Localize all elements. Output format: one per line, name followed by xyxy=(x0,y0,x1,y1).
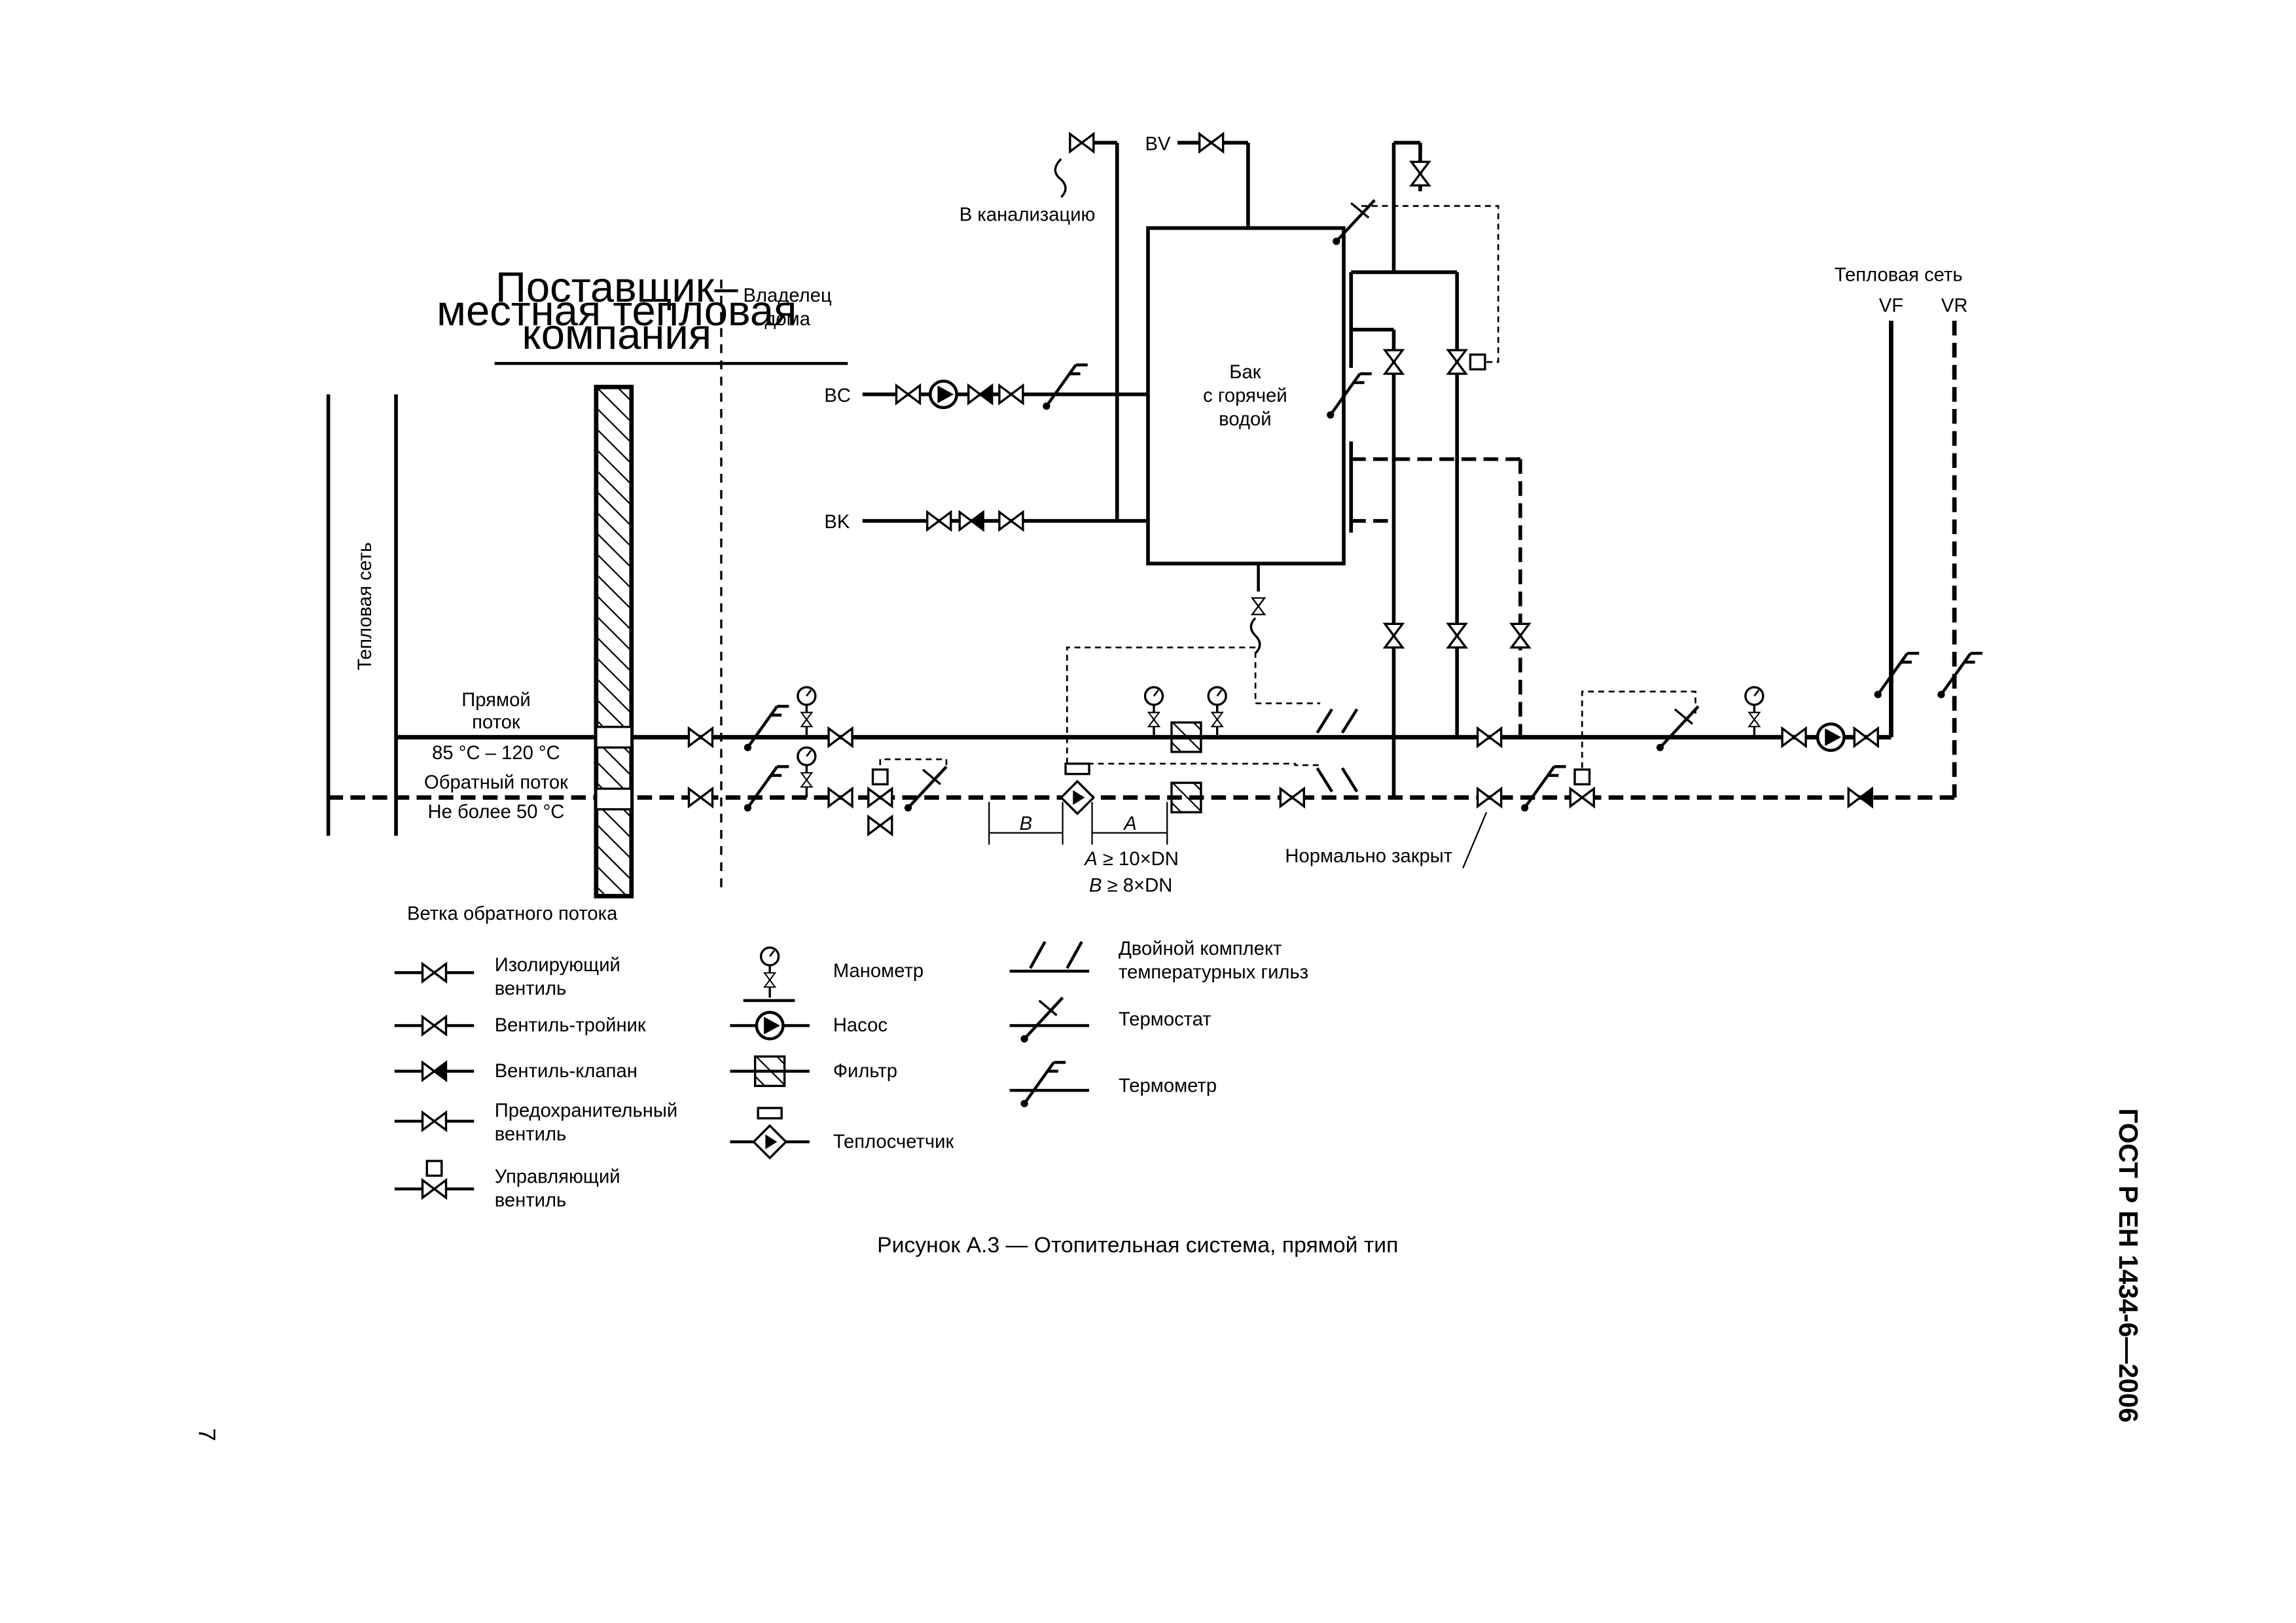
legend-thermostat: Термостат xyxy=(1119,1009,1211,1030)
standard-id: ГОСТ Р ЕН 1434-6—2006 xyxy=(2113,1108,2144,1422)
cond-a-rest: ≥ 10×DN xyxy=(1098,849,1179,870)
direct-flow-label-1: Прямой xyxy=(461,690,530,711)
return-branch-label: Ветка обратного потока xyxy=(407,903,618,924)
dim-a-label: A xyxy=(1122,813,1137,834)
vf-label: VF xyxy=(1879,296,1903,317)
legend-pockets-1: Двойной комплект xyxy=(1119,938,1282,959)
bc-label: BC xyxy=(824,385,851,406)
hot-water-tank xyxy=(862,141,1522,798)
heat-network-right-label: Тепловая сеть xyxy=(1835,264,1963,285)
legend-three-way: Вентиль-тройник xyxy=(495,1015,646,1036)
legend: Изолирующий вентиль Вентиль-тройник Вент… xyxy=(394,938,1308,1211)
cond-b-rest: ≥ 8×DN xyxy=(1102,876,1173,897)
sewer-label: В канализацию xyxy=(960,204,1096,225)
legend-safety-1: Предохранительный xyxy=(495,1101,677,1122)
owner-label-2: дома xyxy=(764,309,810,330)
supplier-label-1: Поставщик– xyxy=(495,263,738,311)
vr-label: VR xyxy=(1941,296,1968,317)
legend-control-2: вентиль xyxy=(495,1190,567,1211)
cond-b-label: B ≥ 8×DN xyxy=(1089,876,1172,897)
cond-b-letter: B xyxy=(1089,876,1102,897)
legend-control-1: Управляющий xyxy=(495,1167,620,1188)
cond-a-label: A ≥ 10×DN xyxy=(1083,849,1179,870)
owner-label-1: Владелец xyxy=(744,285,832,306)
legend-heat-meter: Теплосчетчик xyxy=(833,1132,954,1152)
bk-label: BK xyxy=(824,512,850,533)
legend-check: Вентиль-клапан xyxy=(495,1061,637,1082)
cond-a-letter: A xyxy=(1083,849,1098,870)
legend-isolating-2: вентиль xyxy=(495,978,567,999)
tank-label-1: Бак xyxy=(1229,362,1261,383)
legend-safety-2: вентиль xyxy=(495,1124,567,1145)
dim-b-label: B xyxy=(1020,813,1033,834)
legend-isolating-1: Изолирующий xyxy=(495,955,620,976)
control-lines xyxy=(879,205,1696,768)
pipe-fittings xyxy=(687,132,1982,836)
dimension-lines xyxy=(988,802,1488,869)
direct-temp-label: 85 °C – 120 °C xyxy=(432,743,560,764)
tank-label-2: с горячей xyxy=(1203,385,1287,406)
legend-thermometer: Термометр xyxy=(1119,1075,1217,1096)
network-pipes xyxy=(326,279,1957,895)
legend-manometer: Манометр xyxy=(833,961,924,982)
tank-label-3: водой xyxy=(1219,409,1271,430)
legend-filter: Фильтр xyxy=(833,1061,897,1082)
page-number: 7 xyxy=(194,1428,221,1441)
return-temp-label: Не более 50 °C xyxy=(428,802,565,823)
direct-flow-label-2: поток xyxy=(472,712,520,733)
return-flow-label: Обратный поток xyxy=(424,772,568,793)
heat-network-vertical-label: Тепловая сеть xyxy=(355,542,376,670)
legend-pockets-2: температурных гильз xyxy=(1119,962,1308,983)
supplier-label-2: местная тепловая xyxy=(437,287,797,334)
bv-label: BV xyxy=(1145,134,1171,154)
legend-pump: Насос xyxy=(833,1015,888,1036)
building-wall xyxy=(594,384,634,899)
figure-caption: Рисунок А.3 — Отопительная система, прям… xyxy=(877,1232,1398,1257)
normally-closed-label: Нормально закрыт xyxy=(1285,846,1452,867)
supplier-label-3: компания xyxy=(522,310,712,358)
